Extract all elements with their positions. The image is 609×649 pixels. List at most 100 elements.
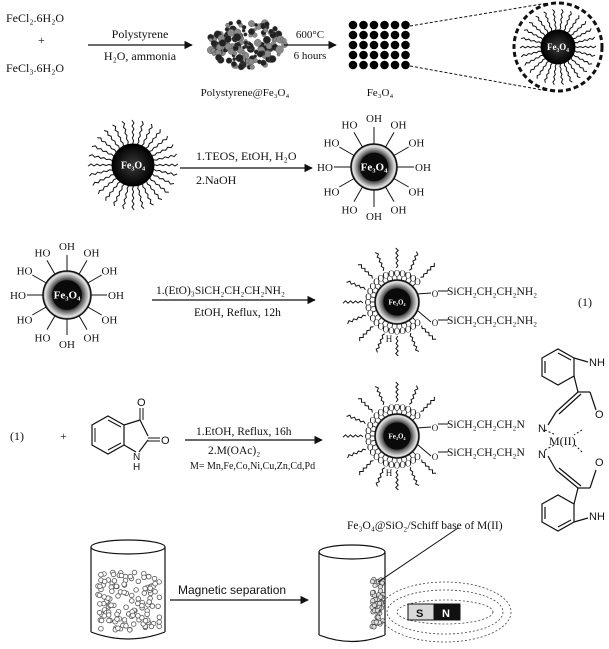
oxygen-atom-label: O <box>399 403 406 413</box>
nanoparticle-dot <box>348 50 358 60</box>
oxygen-atom-label: O <box>410 456 417 466</box>
hydrogen-atom-label: H <box>386 334 393 344</box>
oxygen-atom-label: O <box>414 277 421 287</box>
nanoparticle-dot <box>369 40 379 50</box>
oxygen-atom-label: O <box>373 411 380 421</box>
hydroxyl-group-label: HO <box>324 187 340 199</box>
magnet-south-label: S <box>416 608 423 620</box>
fe3o4-core-label: Fe₃O₄ <box>388 298 406 306</box>
zoom-line-top <box>409 2 549 27</box>
nanoparticle-dot <box>390 50 400 60</box>
oxygen-atom-label: O <box>394 403 401 413</box>
nanoparticle-dot <box>380 50 389 60</box>
nh-label-bottom: NH <box>589 511 605 523</box>
oxygen-atom-label: O <box>410 273 417 283</box>
hydroxyl-group-label: OH <box>84 248 100 260</box>
silica-coating-condition-1: 1.TEOS, EtOH, H₂O <box>196 149 297 163</box>
reagent-fecl3: FeCl₃.6H₂O <box>6 61 64 75</box>
arrow1-top-label: Polystyrene <box>112 27 169 41</box>
fe3o4-core-label: Fe₃O₄ <box>388 432 406 440</box>
isatin-ligand-top <box>541 348 597 426</box>
nanoparticle-dot <box>348 40 358 50</box>
hydroxyl-group-label: OH <box>408 187 424 199</box>
n-label-top: N <box>538 423 546 435</box>
oxygen-atom-label: O <box>388 460 395 470</box>
oxygen-atom-label: O <box>370 448 377 458</box>
fe3o4-core-label: Fe₃O₄ <box>121 160 145 171</box>
oxygen-atom-label: O <box>378 407 385 417</box>
oxygen-atom-label: O <box>378 322 385 332</box>
nanoparticle-dot <box>401 60 410 70</box>
nh-label-top: NH <box>589 357 605 369</box>
schiff-chain-bottom: SiCH₂CH₂CH₂N <box>447 447 526 459</box>
nanoparticle-dot <box>359 30 368 40</box>
nanoparticle-dot <box>401 40 410 50</box>
dispersed-particles <box>95 569 163 633</box>
oxygen-atom-label: O <box>410 407 417 417</box>
hydroxyl-group-label: OH <box>59 241 75 253</box>
hydroxyl-group-label: HO <box>342 120 358 132</box>
oxygen-atom-label: O <box>365 432 372 442</box>
oxygen-atom-label: O <box>383 271 390 281</box>
hydroxyl-group-label: OH <box>366 113 382 125</box>
collected-particles <box>369 576 386 630</box>
oxygen-atom-label: O <box>365 426 372 436</box>
amination-condition-1: 1.(EtO)₃SiCH₂CH₂CH₂NH₂ <box>156 285 285 297</box>
oxygen-atom-label: O <box>365 292 372 302</box>
product-pointer-line <box>377 527 459 583</box>
oxygen-atom-label: O <box>414 318 421 328</box>
nanoparticle-dot <box>390 60 400 70</box>
fe3o4-nanoparticle-array <box>348 20 410 70</box>
silica-coating-condition-2: 2.NaOH <box>196 173 237 187</box>
nanoparticle-dot <box>390 30 400 40</box>
oxygen-atom-label: O <box>365 437 372 447</box>
hydroxyl-group-label: OH <box>101 266 117 278</box>
zoom-line-bottom <box>409 65 549 92</box>
nanoparticle-dot <box>359 40 368 50</box>
fe3o4-product-label: Fe₃O₄ <box>367 87 394 99</box>
hydroxyl-group-label: OH <box>415 162 431 174</box>
hydroxyl-group-label: OH <box>391 204 407 216</box>
oxygen-atom-label: O <box>405 405 412 415</box>
oxygen-atom-label: O <box>370 314 377 324</box>
hydroxyl-group-label: HO <box>35 332 51 344</box>
oxygen-atom-label: O <box>370 281 377 291</box>
n-label-bottom: N <box>538 449 546 461</box>
hydroxyl-group-label: HO <box>317 162 333 174</box>
oxygen-atom-label: O <box>388 326 395 336</box>
arrow1-bottom-label: H₂O, ammonia <box>104 49 177 63</box>
nanoparticle-dot <box>369 20 379 30</box>
nanoparticle-dot <box>359 60 368 70</box>
nanoparticle-dot <box>359 20 368 30</box>
compound-1-number: (1) <box>578 295 592 309</box>
isatin-structure <box>91 408 160 455</box>
fe3o4-core-label: Fe₃O₄ <box>54 290 81 302</box>
schiff-chain-top: SiCH₂CH₂CH₂N <box>447 419 526 431</box>
oxygen-atom-label: O <box>394 269 401 279</box>
nanoparticle-dot <box>369 50 379 60</box>
fe3o4-hairy-particle: Fe₃O₄ <box>87 119 179 211</box>
fe3o4-core <box>383 422 411 450</box>
nanoparticle-dot <box>380 30 389 40</box>
fe3o4-core-label: Fe₃O₄ <box>547 42 569 52</box>
oxygen-atom-label: O <box>373 452 380 462</box>
oxygen-atom-label: O <box>405 271 412 281</box>
hydroxyl-group-label: OH <box>108 290 124 302</box>
oxygen-atom-label: O <box>394 327 401 337</box>
hydroxyl-group-label: HO <box>17 315 33 327</box>
oxygen-atom-label: O <box>370 415 377 425</box>
oxygen-atom-label: O <box>399 269 406 279</box>
plus-sign-row4: + <box>60 429 67 443</box>
oxygen-atom-label: O <box>383 405 390 415</box>
zoom-circle <box>512 1 604 93</box>
oxygen-atom-label: O <box>383 458 390 468</box>
zoomed-nanoparticle: Fe₃O₄ <box>519 8 597 86</box>
amine-chain-top: SiCH₂CH₂CH₂NH₂ <box>447 286 537 298</box>
nanoparticle-dot <box>390 20 400 30</box>
beaker-separated <box>318 544 386 643</box>
arrow2-top-label: 600°C <box>296 29 324 41</box>
nanoparticle-dot <box>369 60 379 70</box>
hydroxyl-group-label: OH <box>59 339 75 351</box>
nanoparticle-dot <box>380 20 389 30</box>
